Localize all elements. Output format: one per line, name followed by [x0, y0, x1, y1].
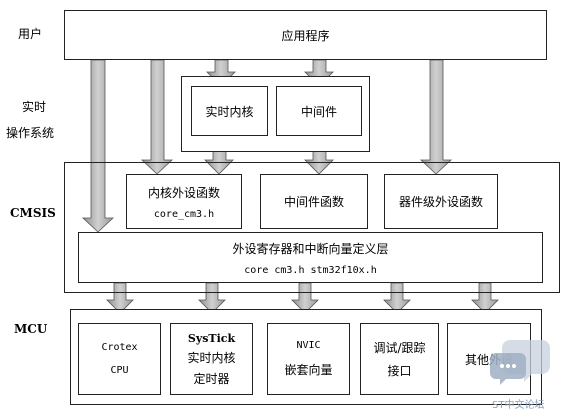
cmsis-group — [64, 162, 560, 293]
watermark-text: ST中文论坛 — [492, 400, 545, 411]
nvic-sub: 嵌套向量 — [284, 363, 333, 377]
cpu-box: Crotex CPU — [78, 323, 161, 395]
device-peripheral-functions-box: 器件级外设函数 — [384, 174, 498, 229]
middleware-func-label: 中间件函数 — [283, 195, 344, 209]
nvic-box: NVIC 嵌套向量 — [267, 323, 350, 395]
layer-label-rtos-line2: 操作系统 — [6, 126, 55, 140]
arrow-app-to-device-func — [419, 59, 453, 175]
rtos-kernel-label: 实时内核 — [205, 104, 254, 119]
debug-line2: 接口 — [387, 364, 412, 378]
application-title: 应用程序 — [281, 28, 330, 43]
systick-name: SysTick — [187, 331, 236, 345]
middleware-label: 中间件 — [300, 104, 337, 119]
arrow-periph-to-other — [471, 282, 499, 314]
debug-trace-box: 调试/跟踪 接口 — [360, 323, 439, 395]
core-func-label: 内核外设函数 — [147, 185, 220, 200]
debug-line1: 调试/跟踪 — [373, 341, 426, 355]
nvic-name: NVIC — [296, 340, 321, 351]
layer-label-rtos-line1: 实时 — [22, 100, 47, 114]
arrow-app-to-core-func — [140, 59, 174, 175]
cpu-sub: CPU — [110, 365, 129, 376]
layer-label-user: 用户 — [18, 27, 43, 41]
arrow-app-to-periph — [81, 59, 115, 233]
application-box: 应用程序 — [64, 10, 547, 60]
middleware-box: 中间件 — [276, 86, 362, 136]
rtos-kernel-box: 实时内核 — [191, 86, 268, 136]
arrow-periph-to-nvic — [291, 282, 319, 314]
periph-access-files: core cm3.h stm32f10x.h — [244, 264, 377, 276]
device-func-label: 器件级外设函数 — [398, 195, 483, 209]
layer-label-mcu: MCU — [14, 322, 48, 336]
middleware-functions-box: 中间件函数 — [260, 174, 368, 229]
periph-access-label: 外设寄存器和中断向量定义层 — [232, 241, 389, 256]
peripheral-access-layer-box: 外设寄存器和中断向量定义层 core cm3.h stm32f10x.h — [78, 232, 543, 283]
arrow-periph-to-systick — [198, 282, 226, 314]
core-peripheral-functions-box: 内核外设函数 core_cm3.h — [126, 174, 242, 229]
cpu-name: Crotex — [101, 342, 138, 353]
arrow-periph-to-debug — [383, 282, 411, 314]
layer-label-cmsis: CMSIS — [10, 206, 56, 220]
systick-sub2: 定时器 — [193, 371, 230, 386]
systick-sub1: 实时内核 — [187, 350, 236, 365]
systick-box: SysTick 实时内核 定时器 — [170, 323, 253, 395]
chat-bubble-watermark-icon — [490, 340, 550, 385]
arrow-periph-to-cpu — [106, 282, 134, 314]
core-func-file: core_cm3.h — [153, 208, 215, 220]
